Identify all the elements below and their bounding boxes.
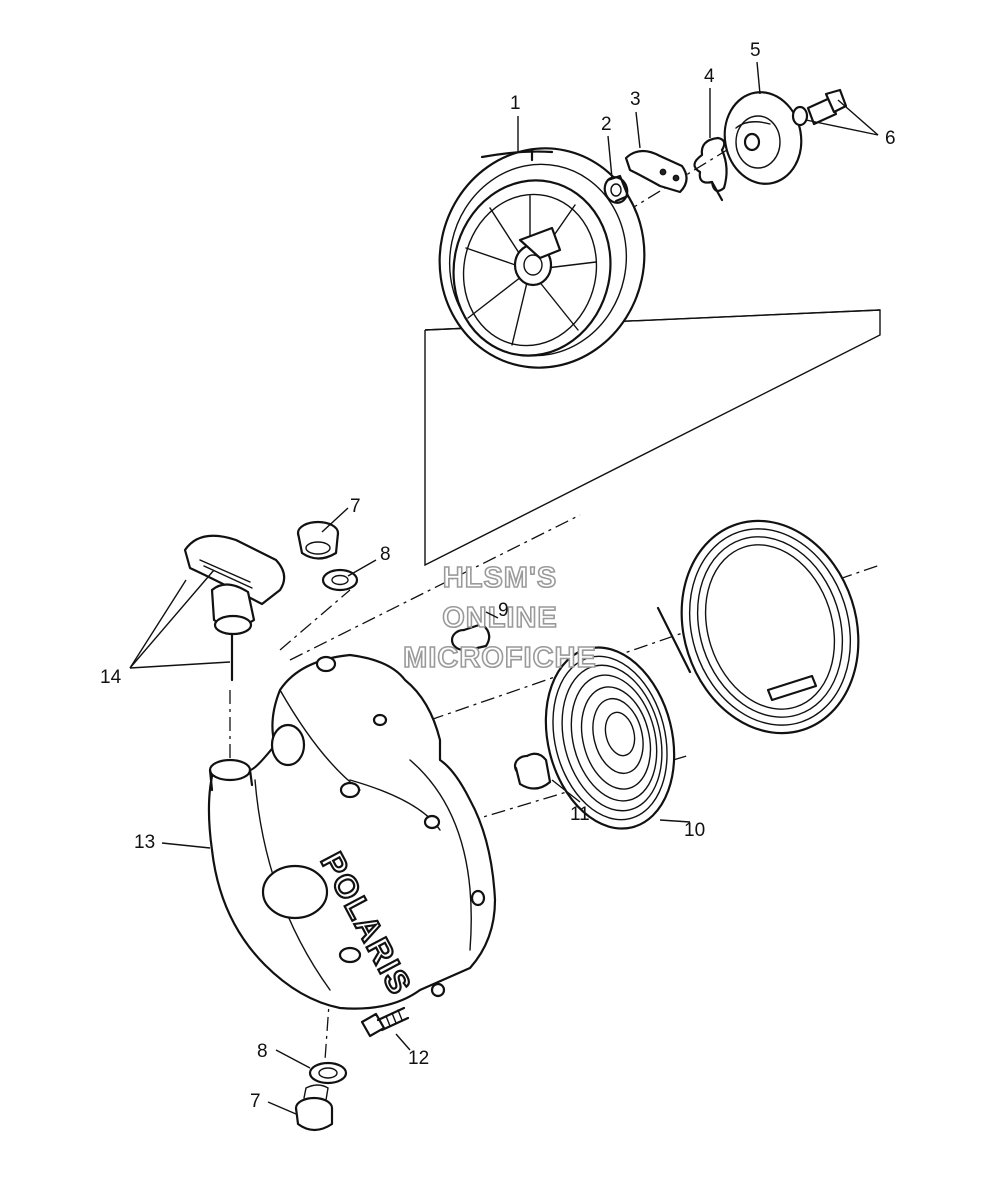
watermark-line-2: ONLINE [442,602,558,634]
shaft-bushing [450,622,491,652]
friction-plate [723,91,803,185]
watermark-line-3: MICROFICHE [403,642,597,674]
watermark-line-1: HLSM'S [443,562,557,594]
sealing-washer-bottom [308,1061,348,1085]
recoil-spring [544,646,676,830]
starter-handle-and-rope [183,534,286,682]
callout-12: 12 [408,1048,429,1069]
housing-bolt [360,1006,410,1038]
callout-leaders [129,61,879,1115]
callout-8-top: 8 [380,544,391,565]
rope-pulley [438,147,646,369]
access-plug-top [296,520,340,560]
recoil-housing: POLARIS [207,653,497,1010]
callout-4: 4 [704,66,715,87]
spring-bushing [513,752,552,790]
callout-7-bottom: 7 [250,1091,261,1112]
callout-11: 11 [570,804,590,825]
callout-9: 9 [498,600,509,621]
callout-labels: 1 2 3 4 5 6 7 8 9 10 11 12 13 14 8 7 [100,40,896,1112]
callout-10: 10 [684,820,705,841]
callout-3: 3 [630,89,641,110]
callout-13: 13 [134,832,155,853]
callout-14: 14 [100,667,122,688]
callout-6: 6 [885,128,896,149]
pawl-spring-clip [693,136,728,202]
ratchet-pawl [624,149,688,194]
plate-bolt-and-washer [791,88,848,127]
callout-2: 2 [601,114,612,135]
callout-5: 5 [750,40,761,61]
callout-1: 1 [510,93,521,114]
pulley-bushing [603,174,630,204]
starter-rope-coil [656,519,860,735]
access-plug-bottom [294,1084,334,1132]
callout-7-top: 7 [350,496,361,517]
callout-8-bottom: 8 [257,1041,268,1062]
watermark: HLSM'S ONLINE MICROFICHE [402,561,597,675]
